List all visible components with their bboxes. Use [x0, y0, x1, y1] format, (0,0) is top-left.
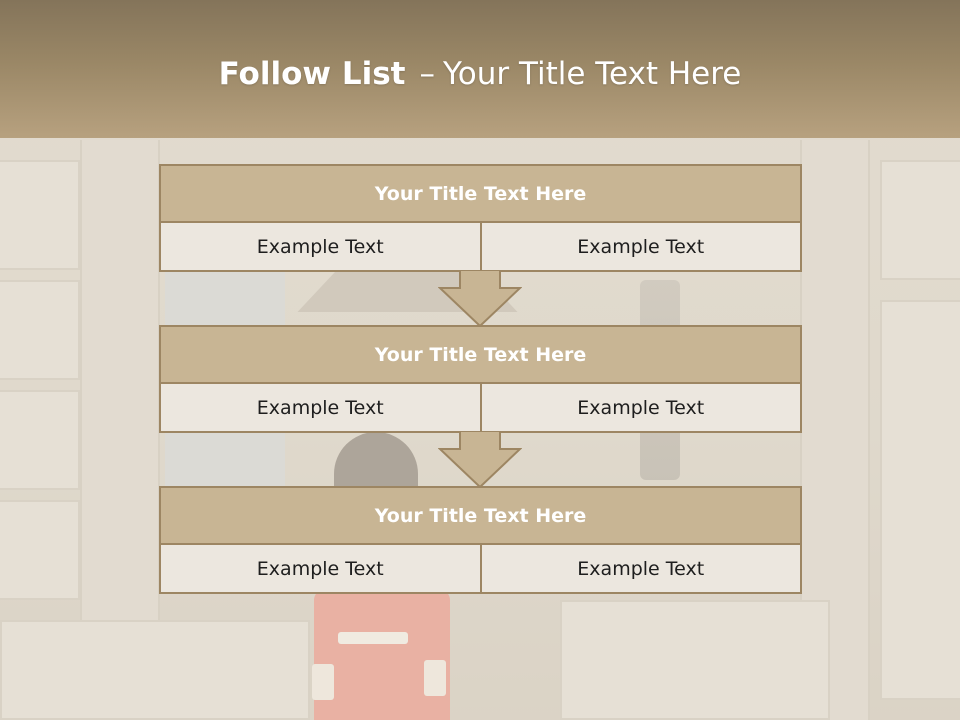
flow-block-row: Example Text Example Text	[161, 223, 800, 270]
flow-block-cell-right: Example Text	[479, 384, 800, 431]
flow-block-cell-left: Example Text	[161, 384, 480, 431]
flow-block-title: Your Title Text Here	[161, 327, 800, 384]
down-arrow-icon	[438, 270, 522, 328]
page-title: Follow List–Your Title Text Here	[0, 56, 960, 92]
flow-block-row: Example Text Example Text	[161, 545, 800, 592]
page-title-dash: –	[419, 56, 435, 92]
flow-block-title: Your Title Text Here	[161, 166, 800, 223]
flow-block-cell-right: Example Text	[479, 545, 800, 592]
flow-block-1: Your Title Text Here Example Text Exampl…	[159, 164, 802, 272]
page-title-bold: Follow List	[218, 56, 406, 92]
flow-block-2: Your Title Text Here Example Text Exampl…	[159, 325, 802, 433]
header-band	[0, 0, 960, 138]
down-arrow-icon	[438, 431, 522, 489]
flow-block-row: Example Text Example Text	[161, 384, 800, 431]
page-title-rest: Your Title Text Here	[442, 56, 742, 92]
flow-block-title: Your Title Text Here	[161, 488, 800, 545]
flow-block-cell-right: Example Text	[479, 223, 800, 270]
flow-block-cell-left: Example Text	[161, 223, 480, 270]
flow-block-3: Your Title Text Here Example Text Exampl…	[159, 486, 802, 594]
flow-block-cell-left: Example Text	[161, 545, 480, 592]
